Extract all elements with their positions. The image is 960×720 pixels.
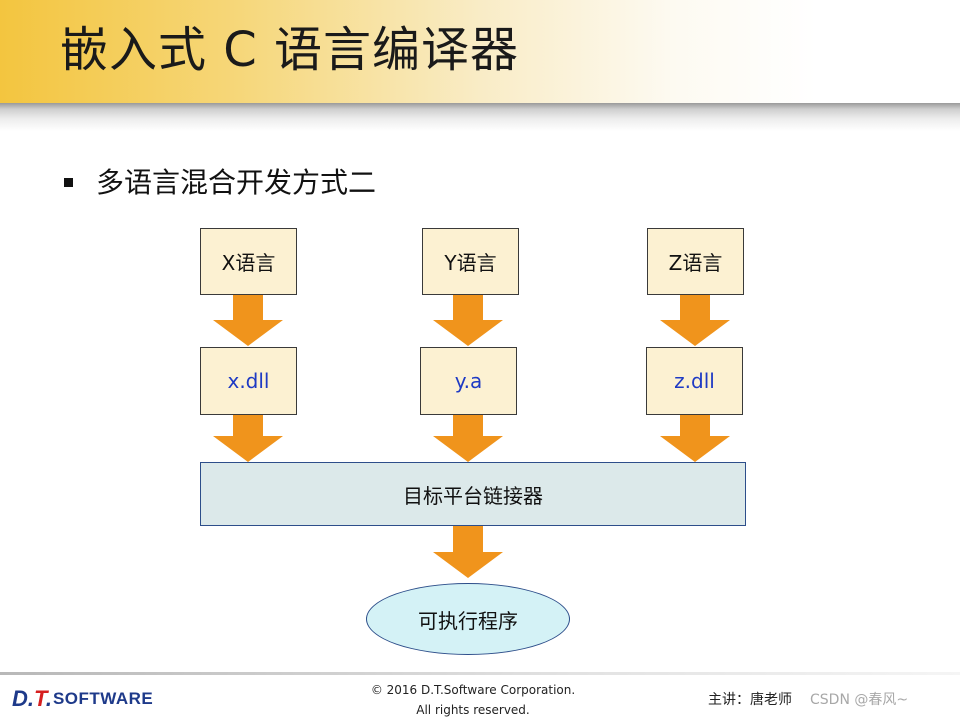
node-y-a: y.a: [420, 347, 517, 415]
arrow-y-lib-to-linker: [433, 415, 503, 462]
arrow-z-lib-to-linker: [660, 415, 730, 462]
logo-main-text: D.T.: [12, 686, 52, 711]
node-z-dll-label: z.dll: [674, 369, 715, 393]
presenter-label: 主讲：唐老师: [708, 692, 792, 708]
node-x-dll-label: x.dll: [227, 369, 270, 393]
node-x-dll: x.dll: [200, 347, 297, 415]
arrow-y-lang-to-lib: [433, 295, 503, 346]
csdn-watermark: CSDN @春风~: [810, 692, 909, 708]
bullet-marker: [64, 178, 73, 187]
title-shadow: [0, 103, 960, 131]
arrow-z-lang-to-lib: [660, 295, 730, 346]
node-y-language-label: Y语言: [444, 251, 497, 275]
bullet-text: 多语言混合开发方式二: [96, 166, 377, 199]
footer-divider: [0, 672, 960, 675]
node-linker: 目标平台链接器: [200, 462, 746, 526]
node-linker-label: 目标平台链接器: [403, 483, 543, 508]
arrow-x-lib-to-linker: [213, 415, 283, 462]
node-x-language: X语言: [200, 228, 297, 295]
arrow-linker-to-output: [433, 526, 503, 578]
node-z-language-label: Z语言: [668, 251, 723, 275]
node-y-language: Y语言: [422, 228, 519, 295]
slide-title: 嵌入式 C 语言编译器: [60, 22, 520, 78]
copyright-line-2: All rights reserved.: [416, 703, 530, 717]
node-executable: 可执行程序: [366, 583, 570, 655]
arrow-x-lang-to-lib: [213, 295, 283, 346]
node-z-language: Z语言: [647, 228, 744, 295]
copyright-line-1: © 2016 D.T.Software Corporation.: [370, 683, 576, 697]
title-bar: [0, 0, 960, 103]
node-x-language-label: X语言: [221, 251, 276, 275]
node-z-dll: z.dll: [646, 347, 743, 415]
node-executable-label: 可执行程序: [418, 608, 518, 633]
node-y-a-label: y.a: [454, 369, 483, 393]
dt-software-logo: D.T. SOFTWARE: [12, 684, 153, 714]
copyright: © 2016 D.T.Software Corporation. All rig…: [360, 680, 586, 720]
logo-sub-text: SOFTWARE: [52, 689, 154, 708]
